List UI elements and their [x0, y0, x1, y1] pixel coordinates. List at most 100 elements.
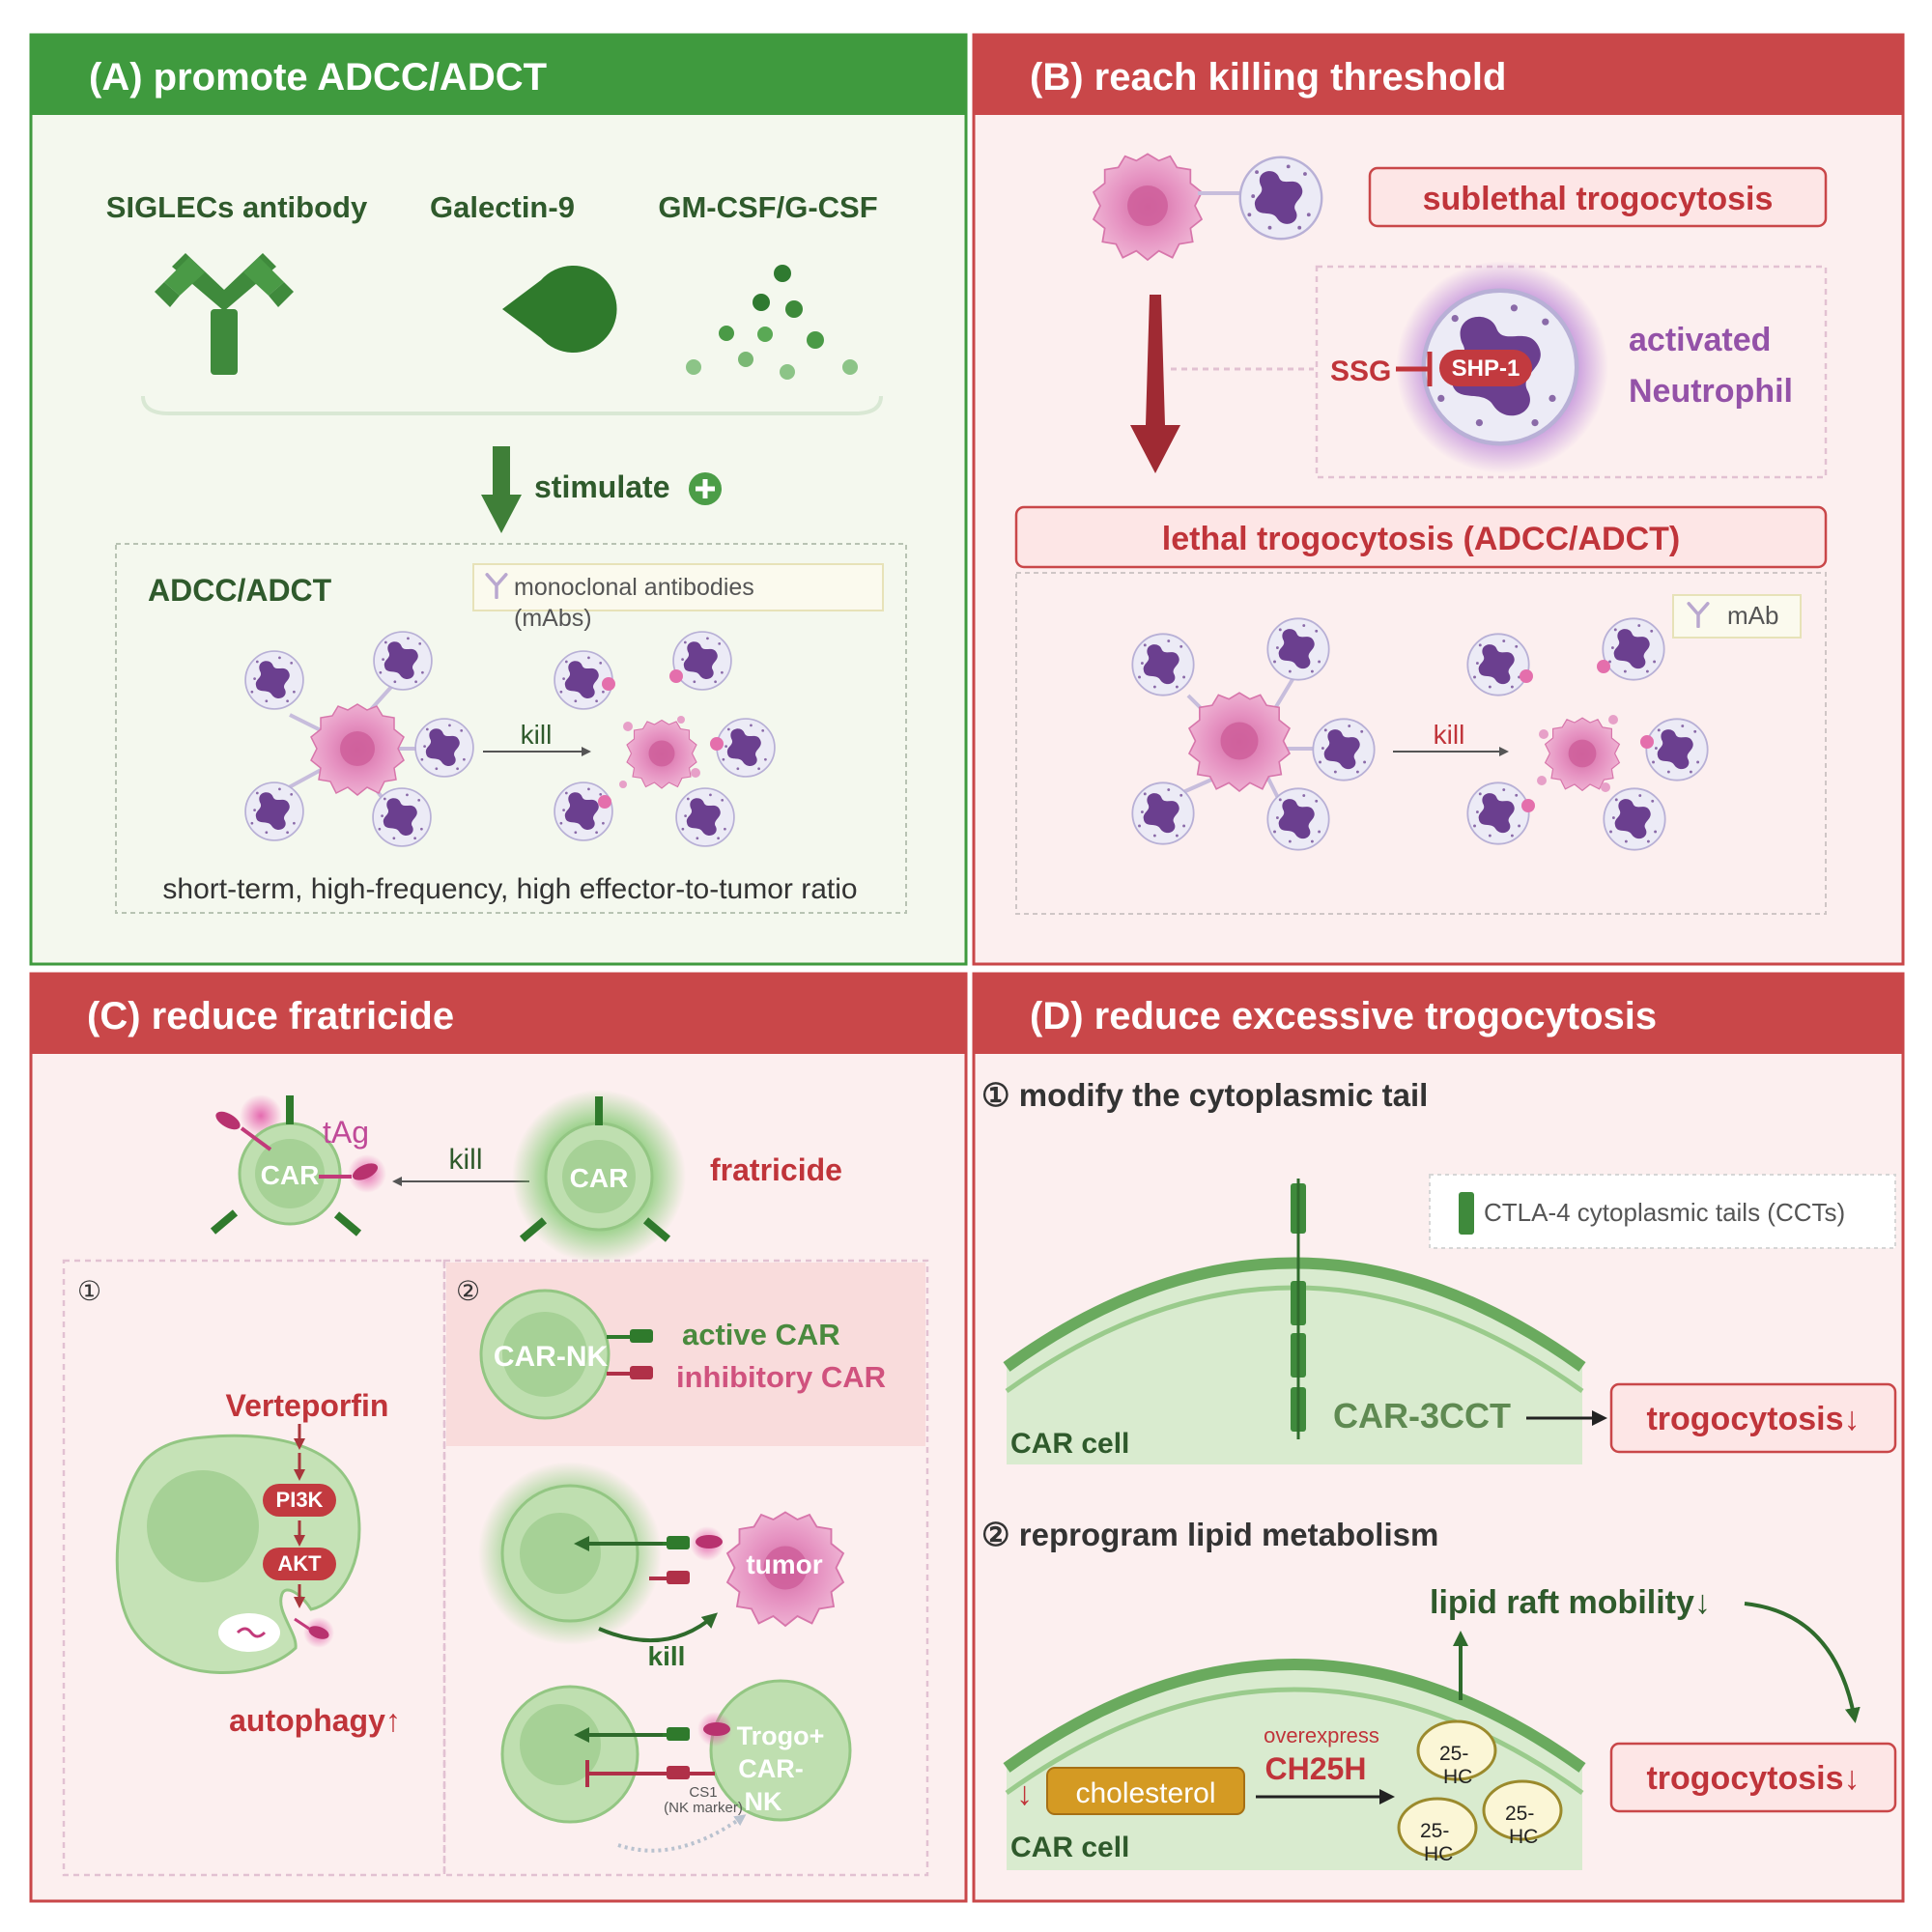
active-car-label: active CAR: [682, 1318, 840, 1351]
trogocytosis-label-1: trogocytosis↓: [1646, 1401, 1860, 1437]
bracket-line: [141, 395, 883, 415]
target-car-cell: [210, 1094, 386, 1236]
kill-label-c: kill: [449, 1144, 483, 1176]
activated-label: activated: [1629, 322, 1771, 358]
lipid-raft-curve-arrow: [1744, 1602, 1861, 1723]
neutrophil: [672, 631, 732, 691]
step1-label: ① modify the cytoplasmic tail: [981, 1077, 1428, 1113]
trogocytosis-label-2: trogocytosis↓: [1646, 1760, 1860, 1797]
mab-legend-box: [472, 563, 884, 611]
neutrophil: [1645, 718, 1709, 781]
cholesterol-label: cholesterol: [1075, 1777, 1215, 1809]
cs1-line1: CS1: [689, 1784, 717, 1801]
mab-legend-label-b: mAb: [1727, 601, 1778, 630]
hc-vesicles: [1397, 1719, 1563, 1859]
panel-a-title: (A) promote ADCC/ADCT: [89, 56, 547, 99]
agent-gmcsf-label: GM-CSF/G-CSF: [658, 190, 877, 224]
hc-label-2a: 25-: [1505, 1803, 1534, 1825]
car-cell-membrane-1: [1003, 1179, 1586, 1464]
neutrophil: [372, 787, 432, 847]
effector-car-cell: [512, 1090, 686, 1264]
step2-label: ② reprogram lipid metabolism: [981, 1517, 1438, 1552]
trogocytosis-box-2: [1609, 1742, 1897, 1813]
sublethal-label: sublethal trogocytosis: [1423, 181, 1774, 217]
stimulate-label: stimulate: [534, 469, 669, 504]
agent-siglecs-label: SIGLECs antibody: [106, 190, 368, 224]
target-car-label: CAR: [261, 1160, 320, 1190]
neutrophil: [244, 650, 304, 710]
car-nk-vs-trogo: [500, 1679, 852, 1853]
akt-pill: [263, 1548, 336, 1580]
antibody-icon: [155, 253, 294, 375]
panel-d-header: [974, 974, 1903, 1054]
lethal-after-cluster: [1466, 617, 1709, 851]
hc-label-1a: 25-: [1439, 1743, 1468, 1765]
hc-label-2b: HC: [1509, 1826, 1538, 1848]
pi3k-label: PI3K: [276, 1488, 324, 1512]
plus-icon: [689, 472, 722, 505]
panel-d: (D) reduce excessive trogocytosis ① modi…: [972, 972, 1905, 1903]
mab-legend-box-b: [1672, 594, 1802, 639]
car-nk-label: CAR-NK: [494, 1341, 609, 1373]
adcc-box: [115, 543, 907, 914]
panel-b: (B) reach killing threshold sublethal tr…: [972, 33, 1905, 966]
tumor-label: tumor: [746, 1549, 822, 1579]
cholesterol-pill: [1046, 1767, 1245, 1815]
cct-legend-icon: [1459, 1192, 1474, 1235]
trogocytosis-box-1: [1609, 1382, 1897, 1454]
car-nk-cell: [479, 1289, 653, 1420]
neutrophil: [244, 781, 304, 841]
panel-a-footer: short-term, high-frequency, high effecto…: [162, 873, 857, 905]
mab-legend-line1: monoclonal antibodies: [514, 574, 754, 601]
hc-label-3b: HC: [1424, 1843, 1453, 1865]
hc-vesicle: [1482, 1779, 1563, 1841]
gmcsf-dots-icon: [686, 265, 858, 380]
kill-label-b: kill: [1434, 720, 1465, 750]
neutrophil: [554, 781, 613, 841]
agent-galectin-label: Galectin-9: [430, 190, 575, 224]
panel-c: (C) reduce fratricide CAR tAg kill: [29, 972, 968, 1903]
down-arrow-b: [1130, 295, 1180, 473]
panel-d-title: (D) reduce excessive trogocytosis: [1030, 995, 1657, 1037]
kill-label-c2: kill: [648, 1641, 686, 1671]
panel-b-header: [974, 35, 1903, 115]
panel-a: (A) promote ADCC/ADCT SIGLECs antibody G…: [29, 33, 968, 966]
hc-vesicle: [1397, 1797, 1478, 1859]
ch25h-label: CH25H: [1265, 1751, 1367, 1786]
neutrophil: [1603, 787, 1666, 851]
neutrophil: [1466, 633, 1530, 696]
neutrophil: [1602, 617, 1665, 681]
lethal-box: [1014, 505, 1828, 569]
neutrophil: [1131, 781, 1195, 845]
mab-legend-line2: (mAbs): [514, 605, 592, 632]
shp1-pill: [1439, 350, 1532, 386]
strategy-2-number: ②: [456, 1276, 480, 1306]
effector-car-label: CAR: [570, 1163, 629, 1193]
neutrophil: [1266, 617, 1330, 681]
shp1-label: SHP-1: [1452, 355, 1520, 382]
neutrophil: [1238, 156, 1323, 241]
car3cct-label: CAR-3CCT: [1333, 1396, 1511, 1435]
panel-c-title: (C) reduce fratricide: [87, 995, 454, 1037]
fratricide-label: fratricide: [710, 1152, 842, 1187]
trogo-line3: NK: [745, 1787, 782, 1816]
panel-b-title: (B) reach killing threshold: [1030, 56, 1506, 99]
autophagy-label: autophagy↑: [229, 1703, 401, 1738]
lethal-before-cluster: [1131, 617, 1376, 851]
akt-label: AKT: [277, 1551, 322, 1576]
neutrophil: [1131, 633, 1195, 696]
neutrophil: [1312, 718, 1376, 781]
trogo-line2: CAR-: [738, 1754, 804, 1783]
lethal-detail-box: [1015, 572, 1827, 915]
inhibit-symbol: [1396, 352, 1433, 386]
hc-vesicle: [1416, 1719, 1497, 1781]
hc-label-1b: HC: [1443, 1766, 1472, 1788]
cct-legend-label: CTLA-4 cytoplasmic tails (CCTs): [1484, 1198, 1845, 1227]
hc-label-3a: 25-: [1420, 1820, 1449, 1842]
galectin-icon: [502, 266, 617, 353]
neutrophil: [675, 787, 735, 847]
neutrophil: [1266, 787, 1330, 851]
lipid-raft-label: lipid raft mobility↓: [1430, 1584, 1711, 1621]
car-nk-vs-tumor: [478, 1462, 844, 1645]
